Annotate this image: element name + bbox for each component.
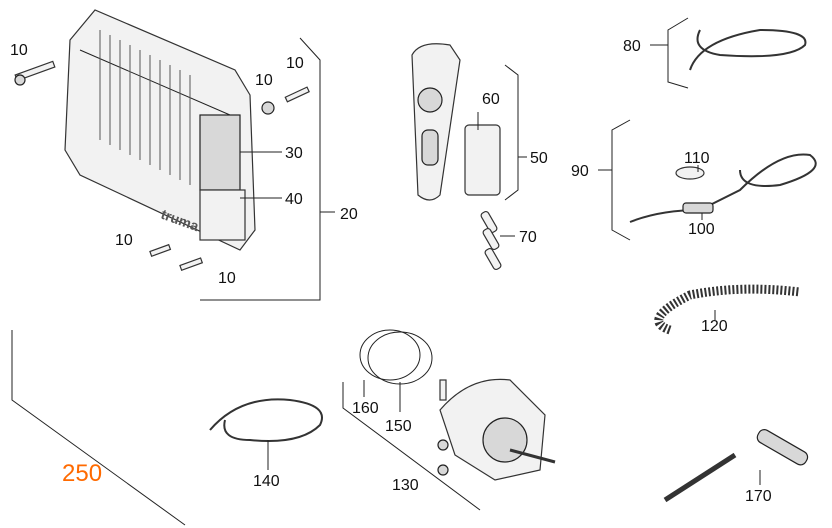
label-250: 250 bbox=[62, 460, 102, 487]
label-100: 100 bbox=[688, 221, 715, 238]
label-30: 30 bbox=[285, 145, 303, 162]
label-90: 90 bbox=[571, 163, 589, 180]
t-handle-tool bbox=[663, 429, 809, 503]
label-60: 60 bbox=[482, 91, 500, 108]
cable-80 bbox=[689, 28, 807, 71]
leader-lines bbox=[11, 17, 761, 526]
label-50: 50 bbox=[530, 150, 548, 167]
corrugated-hose bbox=[654, 284, 801, 335]
hose-clamps bbox=[359, 329, 433, 385]
label-70: 70 bbox=[519, 229, 537, 246]
label-150: 150 bbox=[385, 418, 412, 435]
motor-assembly bbox=[437, 378, 556, 481]
label-170: 170 bbox=[745, 488, 772, 505]
label-80: 80 bbox=[623, 38, 641, 55]
remote-control bbox=[411, 43, 501, 201]
label-10: 10 bbox=[255, 72, 273, 89]
cable-140 bbox=[209, 398, 323, 442]
control-unit-housing: truma bbox=[64, 9, 256, 251]
label-10: 10 bbox=[10, 42, 28, 59]
cable-90 bbox=[629, 153, 817, 223]
screws bbox=[14, 60, 310, 272]
label-10: 10 bbox=[218, 270, 236, 287]
label-130: 130 bbox=[392, 477, 419, 494]
label-40: 40 bbox=[285, 191, 303, 208]
label-10: 10 bbox=[115, 232, 133, 249]
label-20: 20 bbox=[340, 206, 358, 223]
label-140: 140 bbox=[253, 473, 280, 490]
label-10: 10 bbox=[286, 55, 304, 72]
label-110: 110 bbox=[684, 150, 710, 167]
fuses bbox=[480, 210, 502, 271]
label-160: 160 bbox=[352, 400, 379, 417]
label-120: 120 bbox=[701, 318, 728, 335]
